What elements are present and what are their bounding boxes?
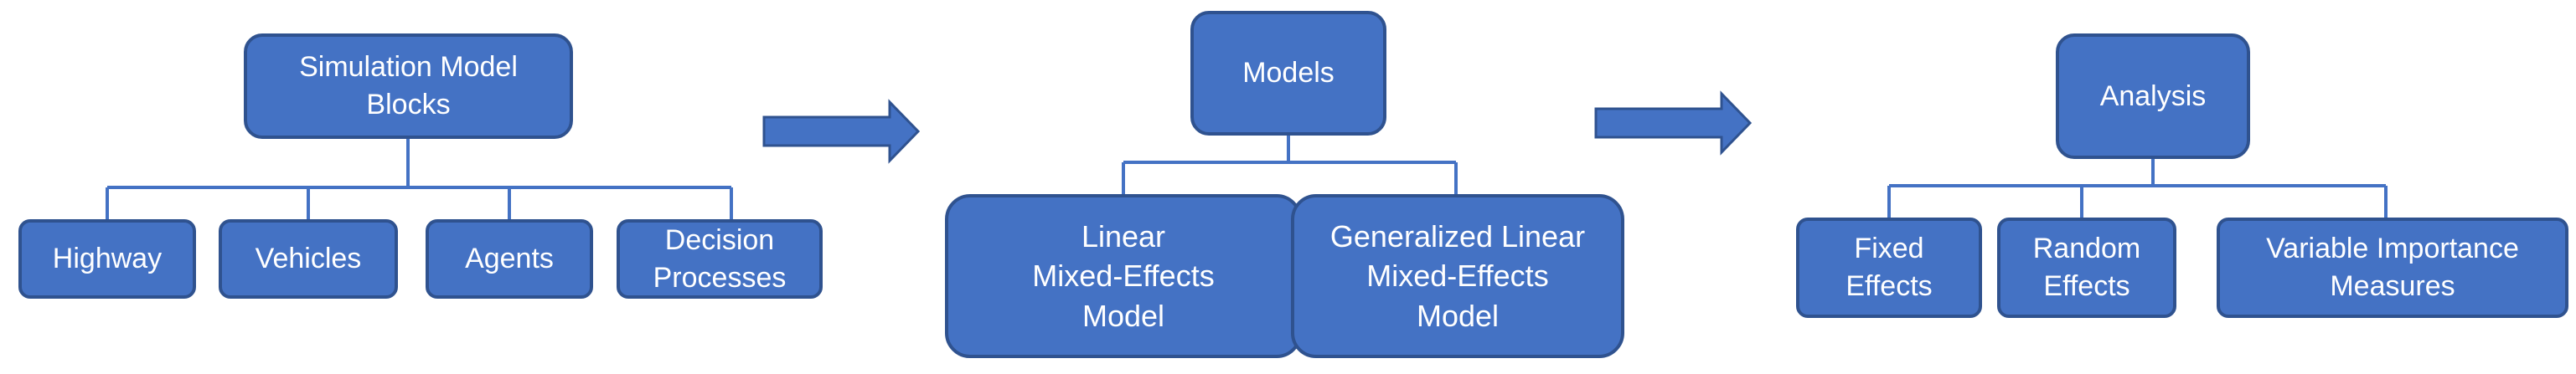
flow-arrow-1 — [762, 99, 921, 164]
root-box-models: Models — [1190, 11, 1386, 136]
flow-arrow-2 — [1594, 90, 1753, 156]
child-label-generalized-linear-mixed-effects-model: Generalized Linear Mixed-Effects Model — [1329, 218, 1586, 333]
root-label-analysis: Analysis — [2099, 79, 2207, 112]
root-label-models: Models — [1242, 57, 1334, 90]
child-label-random-effects: Random Effects — [2032, 233, 2141, 302]
child-label-highway: Highway — [52, 243, 163, 275]
child-box-generalized-linear-mixed-effects-model: Generalized Linear Mixed-Effects Model — [1291, 194, 1624, 358]
child-label-decision-processes: Decision Processes — [653, 223, 787, 294]
child-label-agents: Agents — [465, 243, 554, 275]
child-box-vehicles: Vehicles — [219, 219, 398, 299]
child-box-highway: Highway — [18, 219, 196, 299]
child-box-random-effects: Random Effects — [1997, 218, 2176, 318]
child-label-vehicles: Vehicles — [255, 243, 362, 275]
child-label-fixed-effects: Fixed Effects — [1846, 233, 1933, 302]
root-box-analysis: Analysis — [2056, 33, 2250, 159]
child-box-variable-importance-measures: Variable Importance Measures — [2217, 218, 2568, 318]
child-box-agents: Agents — [426, 219, 593, 299]
child-box-linear-mixed-effects-model: Linear Mixed-Effects Model — [945, 194, 1302, 358]
child-box-fixed-effects: Fixed Effects — [1796, 218, 1982, 318]
root-box-simulation-model-blocks: Simulation Model Blocks — [244, 33, 573, 139]
child-box-decision-processes: Decision Processes — [617, 219, 823, 299]
child-label-variable-importance-measures: Variable Importance Measures — [2266, 233, 2519, 302]
panel3-connector — [1887, 159, 2388, 218]
panel1-connector — [106, 139, 733, 219]
child-label-linear-mixed-effects-model: Linear Mixed-Effects Model — [1032, 218, 1215, 333]
root-label-simulation-model-blocks: Simulation Model Blocks — [299, 51, 518, 120]
panel2-connector — [1122, 136, 1458, 194]
